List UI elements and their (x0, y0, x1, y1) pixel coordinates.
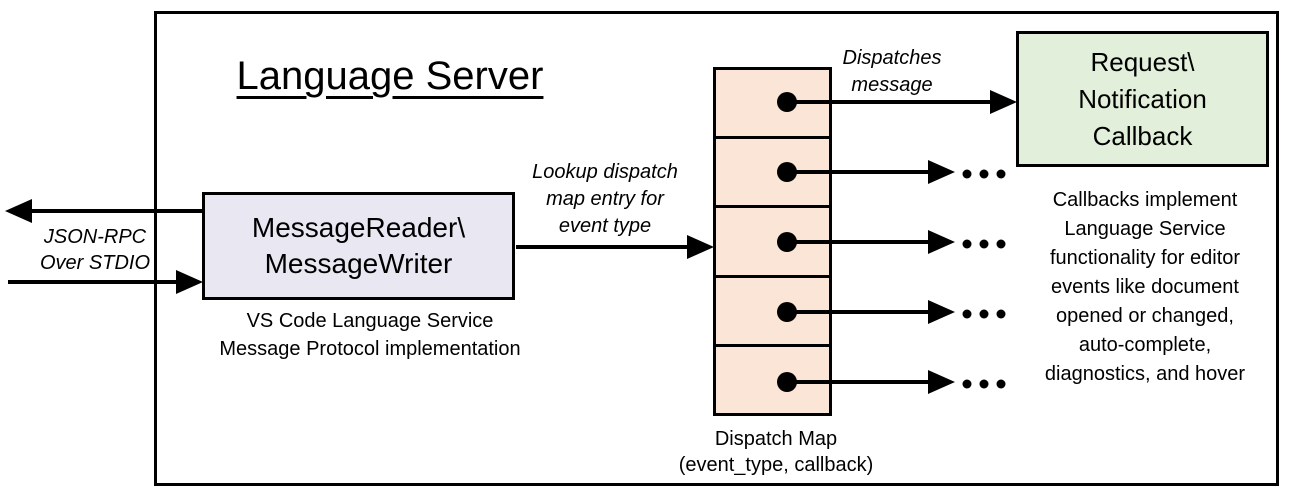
dispatches-message-label: Dispatches message (812, 45, 972, 99)
dispatch-map-caption-line2: (event_type, callback) (678, 454, 874, 476)
language-server-container (154, 11, 1279, 486)
note-line: Callbacks implement (1052, 189, 1238, 211)
reader-box-caption: VS Code Language Service Message Protoco… (180, 307, 560, 363)
lookup-label-line1: Lookup dispatch (532, 161, 678, 183)
request-notification-callback-box: Request\ Notification Callback (1016, 31, 1269, 167)
lookup-dispatch-label: Lookup dispatch map entry for event type (505, 159, 705, 240)
reader-box-line1: MessageReader\ (251, 212, 466, 243)
json-rpc-stdio-label: JSON-RPC Over STDIO (20, 224, 170, 276)
dispatch-map-row (716, 208, 829, 278)
callback-box-line2: Notification (1078, 83, 1207, 114)
lookup-label-line2: map entry for (546, 188, 664, 210)
dispatch-map-caption-line1: Dispatch Map (714, 428, 838, 450)
reader-box-line2: MessageWriter (264, 248, 453, 279)
reader-caption-line2: Message Protocol implementation (219, 338, 521, 360)
dispatch-map (713, 67, 832, 416)
dispatches-label-line1: Dispatches (842, 47, 942, 69)
io-label-line1: JSON-RPC (43, 226, 147, 248)
note-line: auto-complete, (1078, 334, 1212, 356)
dispatch-map-row (716, 70, 829, 140)
note-line: events like document (1051, 276, 1239, 298)
dispatch-map-row (716, 347, 829, 413)
lookup-label-line3: event type (558, 215, 652, 237)
diagram-title: Language Server (236, 54, 544, 98)
note-line: opened or changed, (1056, 305, 1234, 327)
dispatch-map-row (716, 278, 829, 347)
note-line: diagnostics, and hover (1044, 363, 1246, 385)
callbacks-note: Callbacks implement Language Service fun… (1014, 186, 1276, 389)
dispatches-label-line2: message (851, 74, 933, 96)
callback-box-line1: Request\ (1090, 46, 1195, 77)
dispatch-map-row (716, 139, 829, 209)
callback-box-line3: Callback (1092, 120, 1193, 151)
dispatch-map-caption: Dispatch Map (event_type, callback) (646, 426, 906, 478)
reader-caption-line1: VS Code Language Service (246, 310, 494, 332)
note-line: Language Service (1064, 218, 1226, 240)
note-line: functionality for editor (1049, 247, 1241, 269)
message-reader-writer-box: MessageReader\ MessageWriter (202, 192, 515, 300)
io-label-line2: Over STDIO (39, 252, 150, 274)
